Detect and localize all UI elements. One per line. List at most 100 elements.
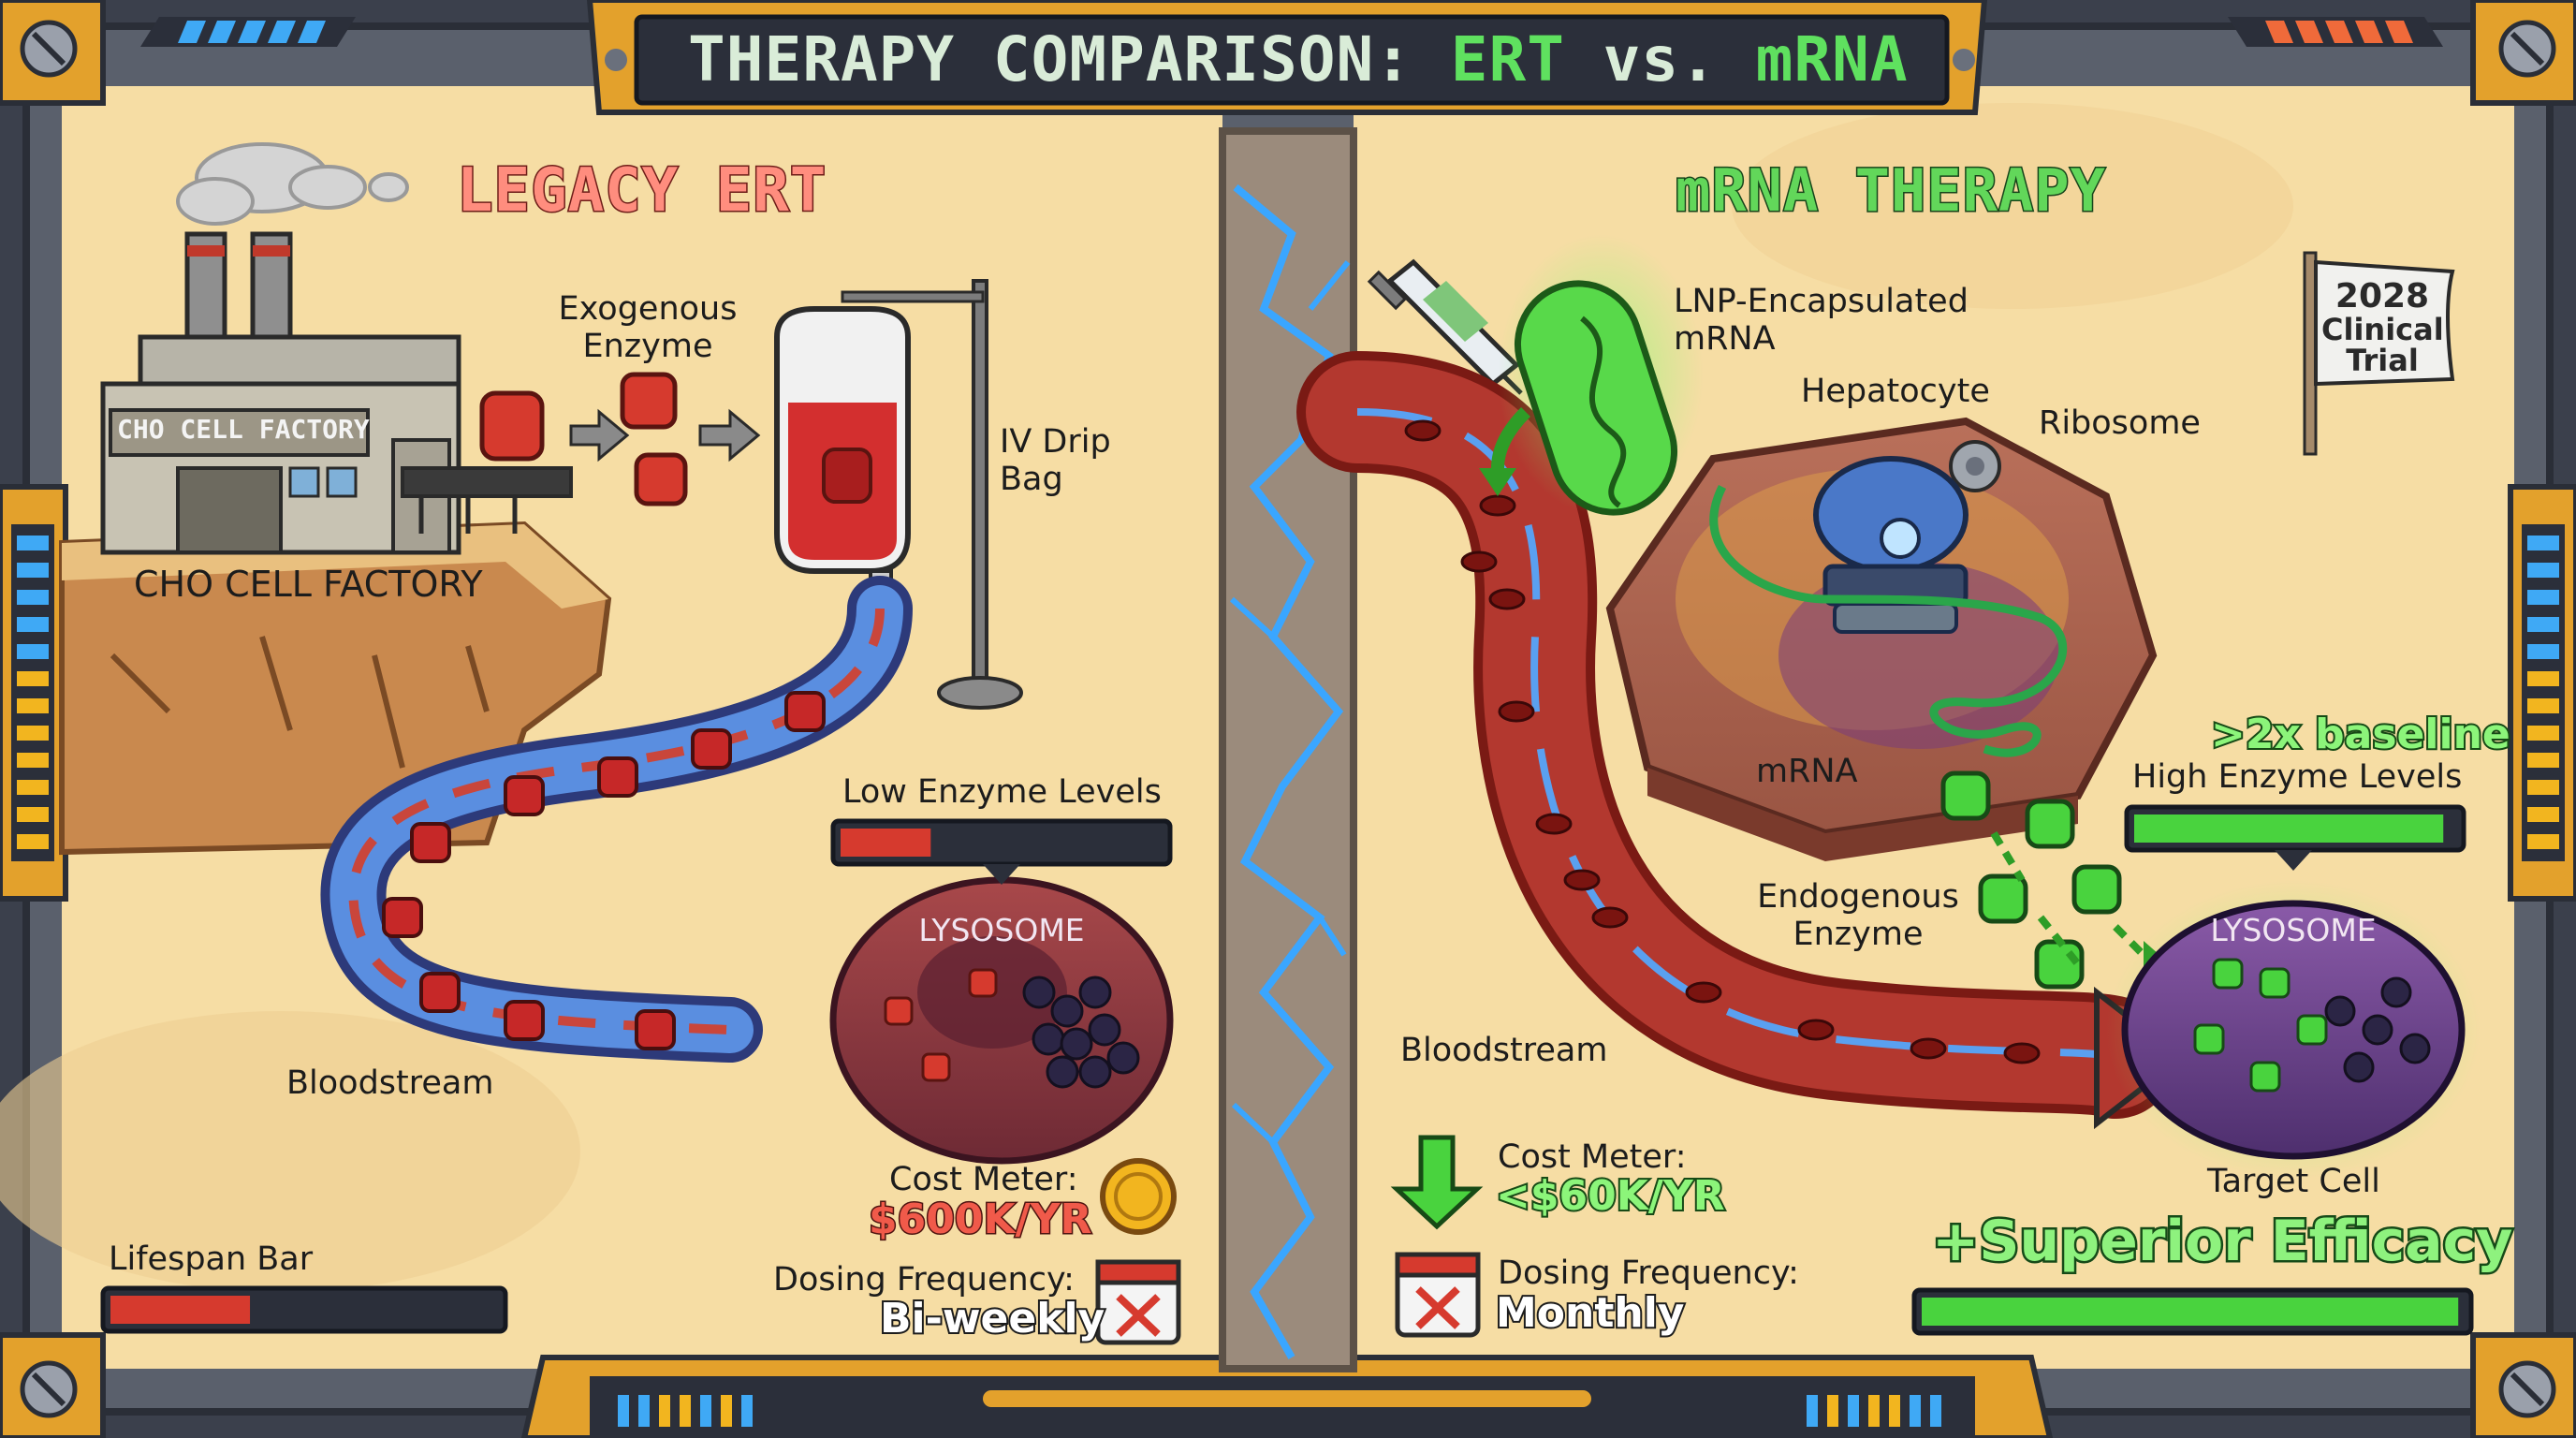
title-prefix: THERAPY COMPARISON: — [688, 23, 1451, 95]
title-mrna: mRNA — [1755, 23, 1909, 95]
stripe — [298, 21, 326, 43]
flag-line-1: 2028 — [2334, 277, 2430, 315]
red-blood-cell — [1591, 906, 1629, 929]
gauge-tick — [2527, 753, 2559, 768]
bottom-tick — [618, 1395, 629, 1427]
flag-label: 2028 Clinical Trial — [2321, 277, 2444, 379]
red-blood-cell — [2003, 1042, 2041, 1064]
gauge-tick — [17, 807, 49, 822]
low-enzyme-label: Low Enzyme Levels — [842, 773, 1162, 811]
gauge-tick — [2527, 536, 2559, 550]
left-dosing-label: Dosing Frequency: — [773, 1261, 1075, 1299]
enzyme-particle — [691, 728, 732, 770]
flag-icon — [2303, 251, 2455, 456]
substrate-particle — [1032, 1022, 1065, 1056]
bottom-tick — [638, 1395, 650, 1427]
red-blood-cell — [1498, 700, 1535, 723]
gauge-tick — [2527, 671, 2559, 686]
green-enzyme — [2259, 967, 2291, 999]
bottom-tick — [700, 1395, 711, 1427]
substrate-particle — [2362, 1014, 2393, 1046]
green-enzyme — [1940, 770, 1991, 821]
exogenous-enzyme-icons — [479, 372, 761, 506]
ribosome-label: Ribosome — [2039, 404, 2201, 442]
enzyme-particle — [410, 822, 451, 863]
rock-divider — [1219, 127, 1357, 1372]
right-cost-label: Cost Meter: — [1498, 1138, 1687, 1176]
left-dosing-value: Bi-weekly — [878, 1293, 1106, 1343]
stripe — [238, 21, 266, 43]
gauge-tick — [17, 617, 49, 632]
mrna-label: mRNA — [1756, 753, 1858, 790]
lnp-label: LNP-Encapsulated mRNA — [1674, 283, 1969, 359]
stripe — [2295, 21, 2323, 43]
gauge-tick — [2527, 644, 2559, 659]
flag-line-3: Trial — [2346, 343, 2419, 379]
stripe — [2355, 21, 2383, 43]
gauge-tick — [17, 563, 49, 578]
stripe — [2385, 21, 2413, 43]
exogenous-enzyme-label: Exogenous Enzyme — [545, 290, 751, 366]
red-blood-cell — [1563, 869, 1601, 891]
bottom-tick — [741, 1395, 753, 1427]
red-blood-cell — [1488, 588, 1526, 610]
left-heading: LEGACY ERT — [455, 155, 827, 227]
stripe — [2265, 21, 2293, 43]
substrate-particle — [1060, 1027, 1093, 1061]
capsule-icon — [1498, 234, 1704, 516]
right-heading: mRNA THERAPY — [1675, 155, 2107, 226]
bottom-tick — [721, 1395, 732, 1427]
left-cost-label: Cost Meter: — [889, 1161, 1078, 1198]
stripe — [178, 21, 206, 43]
bottom-tick — [1848, 1395, 1859, 1427]
title-vs: vs. — [1564, 23, 1756, 95]
factory-sign: CHO CELL FACTORY — [117, 414, 370, 445]
right-cost-value: <$60K/YR — [1494, 1170, 1727, 1221]
gauge-tick — [2527, 834, 2559, 849]
factory-label: CHO CELL FACTORY — [134, 564, 483, 605]
bottom-tick — [680, 1395, 691, 1427]
right-bloodstream-label: Bloodstream — [1400, 1032, 1608, 1069]
enzyme-particle — [504, 1000, 545, 1041]
red-blood-cell — [1479, 494, 1516, 517]
substrate-particle — [1106, 1041, 1140, 1075]
iv-line-2: Bag — [1000, 461, 1063, 499]
gauge-tick — [17, 590, 49, 605]
gauge-tick — [17, 671, 49, 686]
bottom-tick — [1827, 1395, 1838, 1427]
red-blood-cell — [1404, 419, 1442, 442]
lnp-line-2: mRNA — [1674, 320, 1776, 359]
substrate-particle — [1088, 1013, 1121, 1047]
endogenous-enzyme-label: Endogenous Enzyme — [1750, 878, 1966, 954]
substrate-particle — [2380, 976, 2412, 1008]
enzyme-particle — [884, 996, 914, 1026]
syringe-icon — [1367, 258, 1523, 395]
bottom-tick — [1930, 1395, 1941, 1427]
green-enzyme — [2193, 1023, 2225, 1055]
gauge-tick — [17, 834, 49, 849]
green-enzyme — [2034, 939, 2085, 990]
iv-bag-icon — [774, 279, 1023, 710]
coin-icon — [1100, 1158, 1177, 1235]
enzyme-particle — [968, 968, 998, 998]
calendar-x-icon — [1395, 1252, 1481, 1338]
gauge-tick — [17, 726, 49, 741]
substrate-particle — [2324, 995, 2356, 1027]
substrate-particle — [1046, 1055, 1079, 1089]
green-enzyme — [2296, 1014, 2328, 1046]
bottom-tick — [659, 1395, 670, 1427]
lnp-line-1: LNP-Encapsulated — [1674, 283, 1969, 320]
target-cell-label: Target Cell — [2207, 1163, 2380, 1200]
left-cost-value: $600K/YR — [867, 1195, 1092, 1244]
gauge-tick — [2527, 563, 2559, 578]
stripe — [208, 21, 236, 43]
right-bloodstream-cells — [1404, 419, 2041, 1064]
green-enzyme — [2071, 864, 2122, 915]
red-blood-cell — [1910, 1037, 1947, 1060]
page-title: THERAPY COMPARISON: ERT vs. mRNA — [688, 23, 1908, 95]
left-bloodstream-label: Bloodstream — [286, 1064, 494, 1102]
down-arrow-icon — [1390, 1135, 1484, 1230]
gauge-tick — [17, 780, 49, 795]
